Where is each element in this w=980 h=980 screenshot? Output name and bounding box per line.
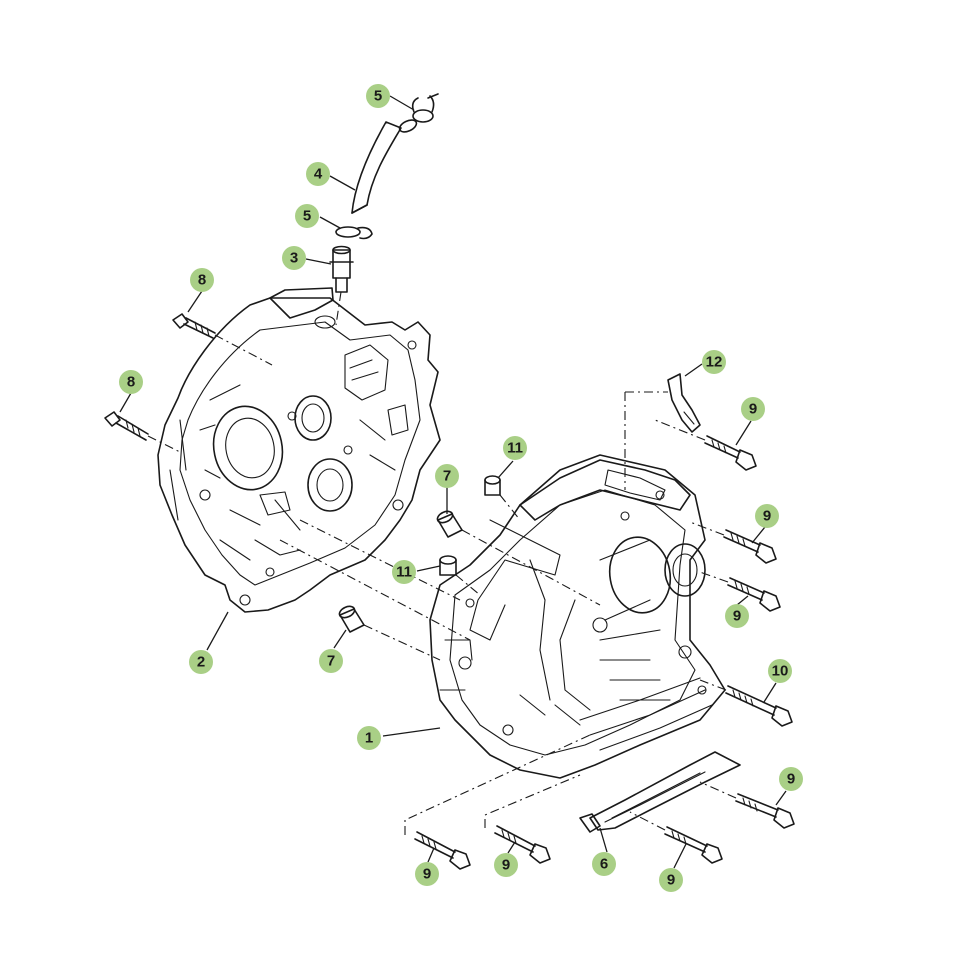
bolt-9-a xyxy=(704,435,757,471)
callout-leaders xyxy=(119,95,787,869)
callout-2[interactable]: 2 xyxy=(189,650,213,674)
callout-9-e[interactable]: 9 xyxy=(415,862,439,886)
callout-1[interactable]: 1 xyxy=(357,726,381,750)
svg-text:9: 9 xyxy=(749,401,757,418)
svg-text:9: 9 xyxy=(423,866,431,883)
bolt-9-b xyxy=(723,529,777,564)
svg-text:7: 7 xyxy=(327,653,335,670)
callout-9-a[interactable]: 9 xyxy=(741,397,765,421)
svg-text:5: 5 xyxy=(303,208,311,225)
callout-10[interactable]: 10 xyxy=(768,659,792,683)
svg-text:4: 4 xyxy=(314,166,323,183)
svg-text:12: 12 xyxy=(706,354,723,371)
callout-12[interactable]: 12 xyxy=(702,350,726,374)
callout-7-upper[interactable]: 7 xyxy=(435,464,459,488)
plate xyxy=(579,751,741,833)
callout-9-g[interactable]: 9 xyxy=(659,868,683,892)
bolt-10 xyxy=(725,685,793,727)
bolt-8-lower xyxy=(104,411,149,441)
bolt-9-d xyxy=(735,793,795,829)
bolt-9-e xyxy=(414,831,471,870)
svg-text:9: 9 xyxy=(733,608,741,625)
crankcase-right-half xyxy=(429,454,726,779)
callout-11-upper[interactable]: 11 xyxy=(503,436,527,460)
svg-text:6: 6 xyxy=(600,856,608,873)
bolt-8-upper xyxy=(172,313,216,339)
dowel-pin-upper xyxy=(436,510,463,538)
callout-7-lower[interactable]: 7 xyxy=(319,649,343,673)
svg-text:5: 5 xyxy=(374,88,382,105)
svg-text:10: 10 xyxy=(772,663,789,680)
dowel-pin-lower xyxy=(338,605,365,633)
callout-3[interactable]: 3 xyxy=(282,246,306,270)
collar-lower xyxy=(439,555,457,576)
callout-9-c[interactable]: 9 xyxy=(725,604,749,628)
crankcase-left-half xyxy=(157,287,441,613)
svg-text:9: 9 xyxy=(667,872,675,889)
callout-9-f[interactable]: 9 xyxy=(494,853,518,877)
svg-text:8: 8 xyxy=(198,272,206,289)
callout-6[interactable]: 6 xyxy=(592,852,616,876)
callout-9-d[interactable]: 9 xyxy=(779,767,803,791)
assembly-lines xyxy=(147,334,737,835)
collar-upper xyxy=(484,475,501,496)
callout-4[interactable]: 4 xyxy=(306,162,330,186)
svg-text:11: 11 xyxy=(507,440,523,457)
callout-9-b[interactable]: 9 xyxy=(755,504,779,528)
bolt-9-c xyxy=(727,577,781,612)
callout-11-lower[interactable]: 11 xyxy=(392,560,416,584)
svg-text:2: 2 xyxy=(197,654,205,671)
hose-clip-upper xyxy=(411,93,439,123)
callouts: 5 4 5 3 8 8 12 9 11 7 9 11 9 2 7 10 1 9 … xyxy=(119,84,803,892)
bolt-9-g xyxy=(664,826,723,864)
svg-text:1: 1 xyxy=(365,730,373,747)
svg-text:8: 8 xyxy=(127,374,135,391)
svg-text:3: 3 xyxy=(290,250,298,267)
bolt-9-f xyxy=(494,825,551,864)
svg-text:9: 9 xyxy=(787,771,795,788)
svg-text:9: 9 xyxy=(502,857,510,874)
callout-8-lower[interactable]: 8 xyxy=(119,370,143,394)
svg-text:11: 11 xyxy=(396,564,412,581)
svg-text:7: 7 xyxy=(443,468,451,485)
breather-assembly xyxy=(329,93,439,326)
hose-clip-lower xyxy=(335,226,373,240)
callout-8-upper[interactable]: 8 xyxy=(190,268,214,292)
breather-pipe xyxy=(329,245,354,293)
bracket xyxy=(667,373,701,433)
callout-5-top[interactable]: 5 xyxy=(366,84,390,108)
svg-text:9: 9 xyxy=(763,508,771,525)
callout-5-mid[interactable]: 5 xyxy=(295,204,319,228)
breather-hose xyxy=(351,119,418,214)
